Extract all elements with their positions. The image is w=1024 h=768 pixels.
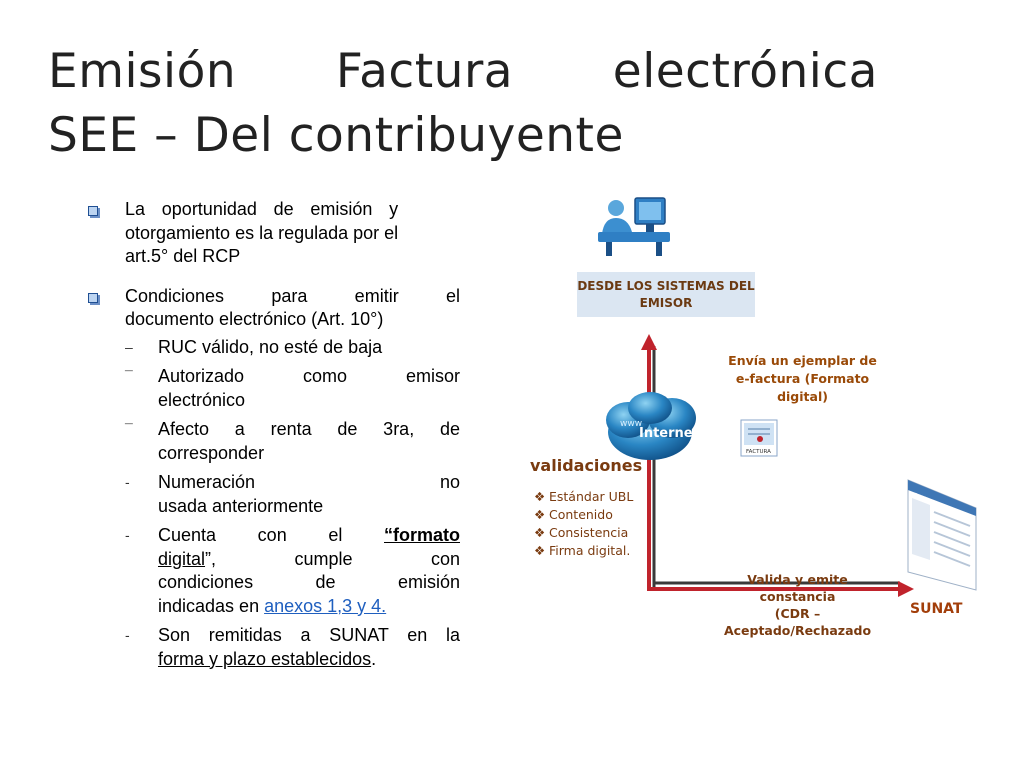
emisor-systems-box: DESDE LOS SISTEMAS DEL EMISOR: [577, 272, 755, 317]
internet-label: Internet: [639, 426, 699, 441]
diagram-graphics: www Internet FACTURA SUNAT: [598, 197, 977, 597]
internet-cloud-icon: www Internet: [606, 392, 699, 460]
square-bullet-icon: [88, 206, 98, 216]
title-word-1: Emisión: [48, 44, 237, 99]
sunat-label: SUNAT: [910, 601, 963, 617]
validaciones-list: ❖Estándar UBL ❖Contenido ❖Consistencia ❖…: [534, 488, 633, 560]
computer-user-icon: [598, 197, 670, 256]
diamond-star-icon: ❖: [534, 543, 546, 558]
validaciones-label: validaciones: [530, 456, 643, 475]
bullet-oportunidad: La oportunidad de emisión y otorgamiento…: [88, 198, 460, 269]
title-word-2: Factura: [335, 44, 514, 99]
diamond-star-icon: ❖: [534, 507, 546, 522]
title-line-2: SEE – Del contribuyente: [48, 108, 624, 163]
list-item: ❖Estándar UBL: [534, 489, 634, 504]
list-item: ❖Consistencia: [534, 525, 629, 540]
sub-remitidas: - Son remitidas a SUNAT en la forma y pl…: [125, 625, 460, 669]
sub-autorizado: ¯ Autorizado como emisor electrónico: [125, 366, 460, 410]
www-label: www: [620, 419, 642, 429]
factura-document-icon: FACTURA: [740, 419, 778, 457]
sub-numeracion: - Numeración no usada anteriormente: [125, 472, 460, 516]
diamond-star-icon: ❖: [534, 525, 546, 540]
diamond-star-icon: ❖: [534, 489, 546, 504]
response-arrow: [647, 581, 914, 597]
slide-title: Emisión Factura electrónica SEE – Del co…: [48, 40, 878, 168]
envia-label: Envía un ejemplar de e-factura (Formato …: [728, 353, 877, 404]
sunat-website-icon: SUNAT: [907, 479, 977, 591]
content-list: La oportunidad de emisión y otorgamiento…: [88, 198, 460, 677]
factura-icon-label: FACTURA: [746, 449, 771, 455]
upload-arrow: [641, 334, 657, 590]
sub-ruc: – RUC válido, no esté de baja: [125, 336, 383, 357]
cdr-label: Valida y emite constancia (CDR – Aceptad…: [723, 572, 872, 638]
sub-afecto: ¯ Afecto a renta de 3ra, de corresponder: [125, 419, 460, 463]
anexos-link[interactable]: anexos 1,3 y 4.: [264, 595, 387, 616]
square-bullet-icon: [88, 292, 98, 303]
flow-diagram: www Internet FACTURA SUNAT DESDE LOS: [520, 180, 1000, 640]
list-item: ❖Firma digital.: [534, 543, 631, 558]
sub-formato: - Cuenta con el “formato digital”, cumpl…: [125, 525, 460, 616]
bullet-condiciones: Condiciones para emitir el documento ele…: [88, 285, 460, 332]
title-word-3: electrónica: [612, 44, 878, 99]
list-item: ❖Contenido: [534, 507, 613, 522]
